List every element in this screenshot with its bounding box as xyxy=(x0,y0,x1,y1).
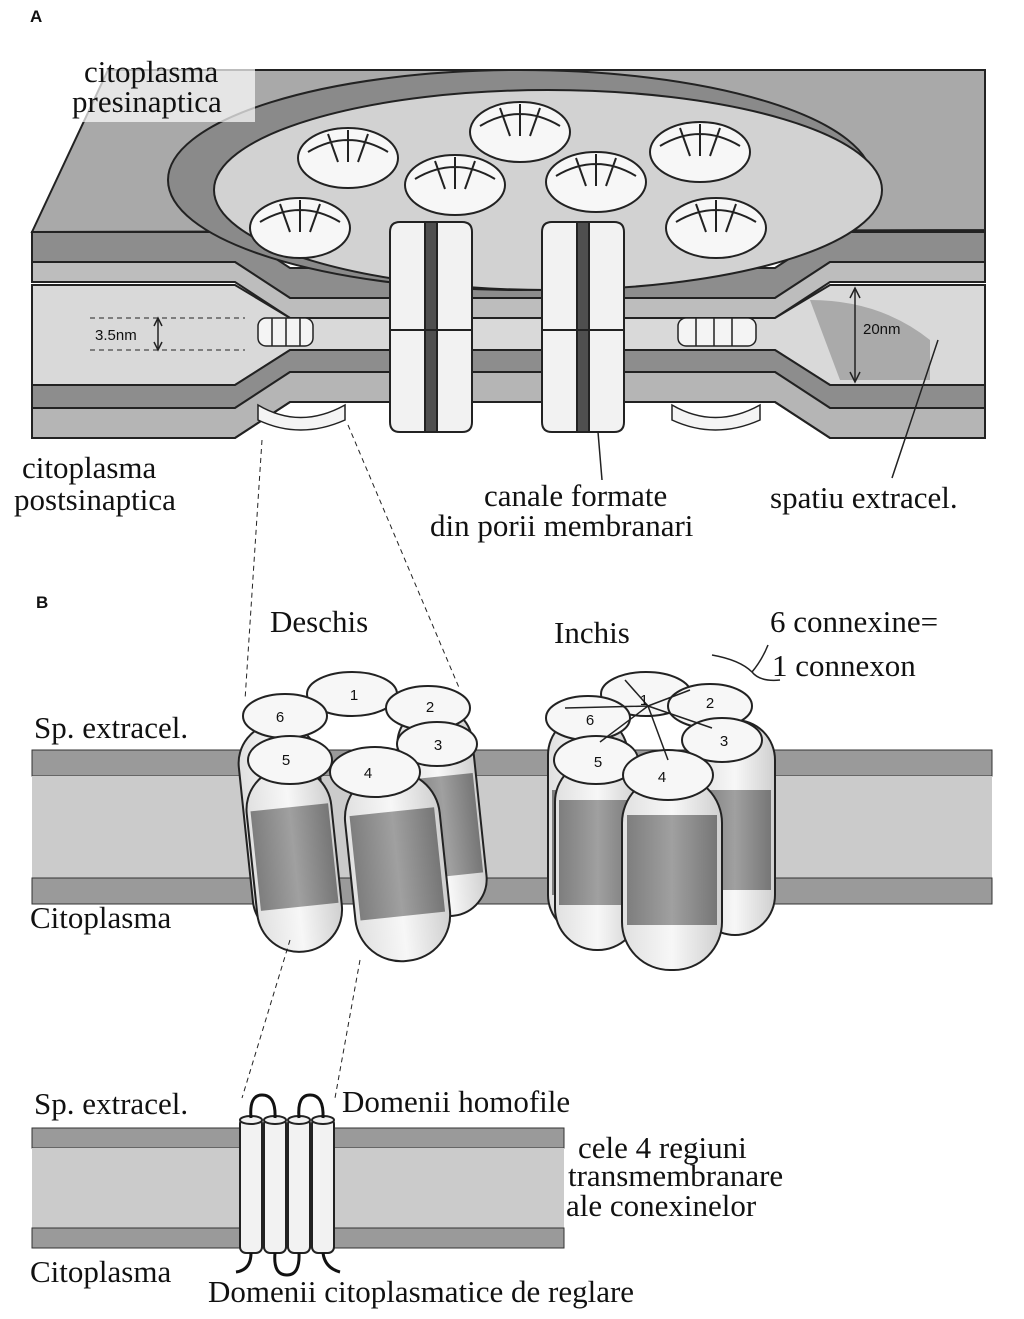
open-subunit-6: 6 xyxy=(276,709,284,726)
gap-small-label: 3.5nm xyxy=(95,327,137,344)
label-sp-extracel-1: Sp. extracel. xyxy=(34,710,188,745)
label-citoplasma-postsinaptica-2: postsinaptica xyxy=(14,482,176,517)
rosette xyxy=(404,154,506,216)
label-domenii-citoplasmatice: Domenii citoplasmatice de reglare xyxy=(208,1274,634,1309)
label-spatiu-extracel: spatiu extracel. xyxy=(770,480,958,515)
label-connexine-2: 1 connexon xyxy=(772,648,916,683)
label-citoplasma-postsinaptica-1: citoplasma xyxy=(22,450,157,485)
spatiu-leader xyxy=(891,339,939,479)
gap-measure-large: 20nm xyxy=(849,286,901,384)
label-inchis: Inchis xyxy=(554,615,630,650)
closed-subunit-5: 5 xyxy=(594,754,602,771)
zoom-line-bottom-right xyxy=(334,959,361,1099)
label-citoplasma-presinaptica-1: citoplasma xyxy=(84,54,219,89)
zoom-line-bottom-left xyxy=(241,939,291,1099)
label-deschis: Deschis xyxy=(270,604,368,639)
open-subunit-2: 2 xyxy=(426,699,434,716)
zoom-line-left xyxy=(244,439,263,701)
connexin-detail: Sp. extracel. Citoplasma Domenii homofil… xyxy=(30,1084,783,1309)
gap-connexons xyxy=(257,317,761,431)
gap-measure-small: 3.5nm xyxy=(90,316,245,352)
connexon-open xyxy=(237,671,488,963)
open-subunit-1: 1 xyxy=(350,687,358,704)
channel-left xyxy=(389,221,473,433)
label-regiuni-1: cele 4 regiuni xyxy=(578,1130,747,1165)
postsynaptic-membrane xyxy=(31,284,986,439)
rosette xyxy=(249,197,351,259)
closed-subunit-6: 6 xyxy=(586,712,594,729)
label-canale-2: din porii membranari xyxy=(430,508,694,543)
open-subunit-3: 3 xyxy=(434,737,442,754)
rosette xyxy=(297,127,399,189)
closed-subunit-4: 4 xyxy=(658,769,666,786)
closed-subunit-2: 2 xyxy=(706,695,714,712)
label-citoplasma-1: Citoplasma xyxy=(30,900,171,935)
zoom-line-right xyxy=(347,424,461,691)
panel-b: B 1 2 3 xyxy=(30,593,993,971)
open-subunit-4: 4 xyxy=(364,765,372,782)
panel-a: A xyxy=(14,7,986,543)
connexine-brace xyxy=(711,644,781,682)
closed-subunit-1: 1 xyxy=(640,692,648,709)
open-subunit-5: 5 xyxy=(282,752,290,769)
canale-leader xyxy=(597,431,603,481)
transmembrane-helices xyxy=(239,1115,335,1254)
channel-right xyxy=(541,221,625,433)
panel-a-label: A xyxy=(30,7,42,26)
label-domenii-homofile: Domenii homofile xyxy=(342,1084,570,1119)
label-citoplasma-presinaptica-2: presinaptica xyxy=(72,84,222,119)
rosette xyxy=(665,197,767,259)
closed-subunit-3: 3 xyxy=(720,733,728,750)
gap-large-label: 20nm xyxy=(863,321,901,338)
panel-b-label: B xyxy=(36,593,48,612)
label-citoplasma-2: Citoplasma xyxy=(30,1254,171,1289)
connexon-closed xyxy=(545,671,776,971)
loops xyxy=(235,1093,341,1277)
label-connexine-1: 6 connexine= xyxy=(770,604,938,639)
label-regiuni-2: transmembranare xyxy=(568,1158,783,1193)
label-regiuni-3: ale conexinelor xyxy=(566,1188,757,1223)
label-sp-extracel-2: Sp. extracel. xyxy=(34,1086,188,1121)
rosette xyxy=(545,151,647,213)
membrane-bilayer-b xyxy=(31,749,993,905)
label-canale-1: canale formate xyxy=(484,478,667,513)
rosette xyxy=(649,121,751,183)
connexon-rosettes xyxy=(249,101,767,259)
rosette xyxy=(469,101,571,163)
